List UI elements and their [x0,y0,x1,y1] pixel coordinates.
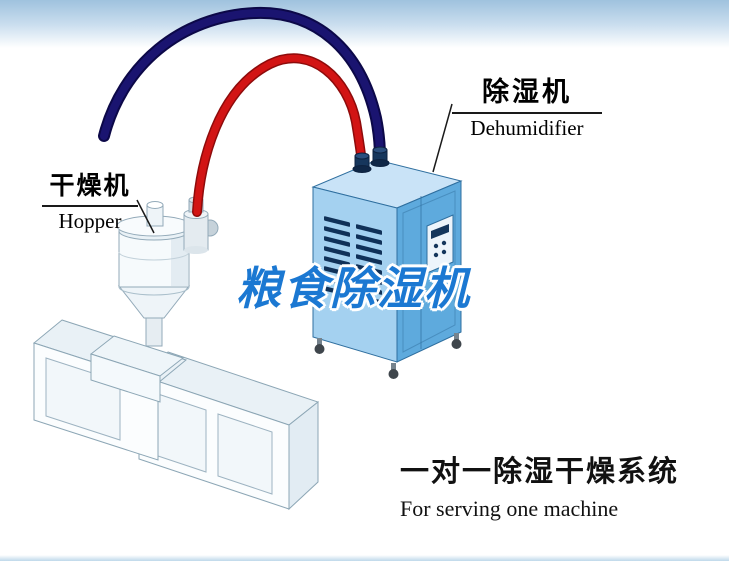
dehumidifier-label-zh: 除湿机 [452,70,602,114]
caster-wheels [314,333,462,379]
side-door-outline [402,190,456,353]
supply-air-pipe [192,53,367,217]
hopper-pointer-line [136,199,155,234]
watermark-title: 粮食除湿机 [236,263,472,314]
dehumidifier-label: 除湿机 Dehumidifier [452,70,602,141]
hopper-label-en: Hopper [58,209,122,233]
dehumidifier-label-en: Dehumidifier [470,116,584,140]
bottom-edge-gradient [0,555,729,561]
control-panel [426,214,454,274]
callout-lines [136,103,453,234]
dehumidifier-pointer-line [432,103,453,173]
vent-slots [324,216,382,305]
caption-zh: 一对一除湿干燥系统 [400,456,680,488]
dehumidifier-cabinet [311,159,463,379]
extruder-machine [32,319,320,511]
return-air-pipe [98,6,386,164]
pipe-inlet-fittings [352,146,390,173]
sky-gradient [0,0,729,48]
system-caption: 一对一除湿干燥系统 For serving one machine [400,448,710,522]
hopper-label-zh: 干燥机 [42,166,138,207]
caption-en: For serving one machine [400,496,619,521]
hopper-label: 干燥机 Hopper [42,166,138,234]
